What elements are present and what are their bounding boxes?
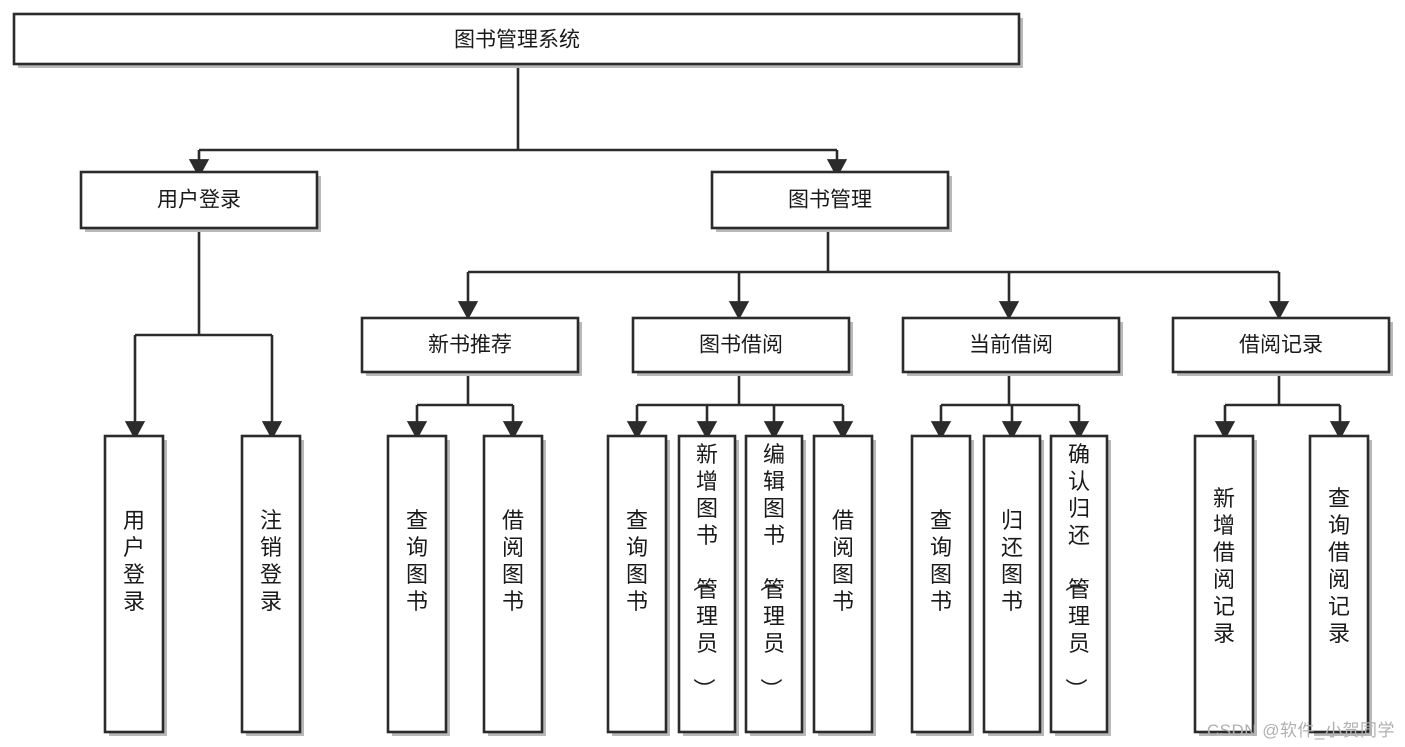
node-new-book-rec-label: 新书推荐 <box>428 334 512 357</box>
node-leaf-edit-book-label: 编辑图书（管理员） <box>758 442 785 700</box>
node-root-label: 图书管理系统 <box>454 29 580 52</box>
edge-group <box>124 66 1351 440</box>
node-leaf-query-book-1-label: 查询图书 <box>406 508 428 614</box>
node-book-borrow-label: 图书借阅 <box>699 334 783 357</box>
node-leaf-borrow-book-2-box <box>812 434 874 734</box>
node-current-borrow-box <box>901 316 1121 374</box>
node-leaf-add-book[interactable]: 新增图书（管理员） <box>677 434 739 736</box>
node-leaf-query-book-1[interactable]: 查询图书 <box>386 434 450 736</box>
node-leaf-logout-box <box>240 434 302 734</box>
node-root-box <box>12 12 1021 66</box>
node-leaf-confirm-return-label: 确认归还（管理员） <box>1063 442 1090 700</box>
node-leaf-borrow-book-1-box <box>482 434 544 734</box>
node-current-borrow-label: 当前借阅 <box>969 334 1053 357</box>
node-current-borrow[interactable]: 当前借阅 <box>901 316 1123 376</box>
node-leaf-add-record-box <box>1193 434 1255 734</box>
node-borrow-record[interactable]: 借阅记录 <box>1171 316 1393 376</box>
node-leaf-return-book-box <box>982 434 1042 734</box>
node-book-manage-label: 图书管理 <box>788 189 872 212</box>
node-leaf-query-book-3-label: 查询图书 <box>930 508 952 614</box>
node-leaf-query-book-1-box <box>386 434 448 734</box>
node-book-manage-box <box>710 170 950 230</box>
node-user-login-box <box>79 170 319 230</box>
node-leaf-edit-book[interactable]: 编辑图书（管理员） <box>744 434 806 736</box>
node-book-borrow-box <box>631 316 851 374</box>
node-leaf-return-book-label: 归还图书 <box>1001 508 1023 614</box>
node-leaf-borrow-book-2-label: 借阅图书 <box>832 508 854 614</box>
node-leaf-logout[interactable]: 注销登录 <box>240 434 304 736</box>
node-leaf-query-book-3-box <box>910 434 972 734</box>
node-leaf-user-login-box <box>103 434 165 734</box>
node-new-book-rec[interactable]: 新书推荐 <box>360 316 582 376</box>
node-borrow-record-label: 借阅记录 <box>1239 334 1323 357</box>
node-leaf-return-book[interactable]: 归还图书 <box>982 434 1044 736</box>
node-leaf-query-book-2-label: 查询图书 <box>626 508 648 614</box>
node-leaf-edit-book-box <box>744 434 804 734</box>
node-book-manage[interactable]: 图书管理 <box>710 170 952 232</box>
node-leaf-add-book-box <box>677 434 737 734</box>
node-leaf-add-record-label: 新增借阅记录 <box>1213 486 1235 646</box>
node-leaf-query-record-label: 查询借阅记录 <box>1328 486 1350 646</box>
node-leaf-query-record[interactable]: 查询借阅记录 <box>1308 434 1372 736</box>
node-user-login[interactable]: 用户登录 <box>79 170 321 232</box>
node-leaf-borrow-book-2[interactable]: 借阅图书 <box>812 434 876 736</box>
node-leaf-confirm-return-box <box>1049 434 1109 734</box>
node-book-borrow[interactable]: 图书借阅 <box>631 316 853 376</box>
node-leaf-add-book-label: 新增图书（管理员） <box>691 442 718 700</box>
node-user-login-label: 用户登录 <box>157 189 241 212</box>
node-leaf-user-login-label: 用户登录 <box>123 508 145 614</box>
node-leaf-query-book-3[interactable]: 查询图书 <box>910 434 974 736</box>
node-new-book-rec-box <box>360 316 580 374</box>
node-borrow-record-box <box>1171 316 1391 374</box>
node-leaf-borrow-book-1-label: 借阅图书 <box>502 508 524 614</box>
node-leaf-query-book-2[interactable]: 查询图书 <box>606 434 670 736</box>
node-leaf-confirm-return[interactable]: 确认归还（管理员） <box>1049 434 1111 736</box>
node-leaf-borrow-book-1[interactable]: 借阅图书 <box>482 434 546 736</box>
node-leaf-query-book-2-box <box>606 434 668 734</box>
node-leaf-query-record-box <box>1308 434 1370 734</box>
node-root[interactable]: 图书管理系统 <box>12 12 1023 68</box>
node-leaf-user-login[interactable]: 用户登录 <box>103 434 167 736</box>
node-leaf-logout-label: 注销登录 <box>260 508 282 614</box>
node-leaf-add-record[interactable]: 新增借阅记录 <box>1193 434 1257 736</box>
